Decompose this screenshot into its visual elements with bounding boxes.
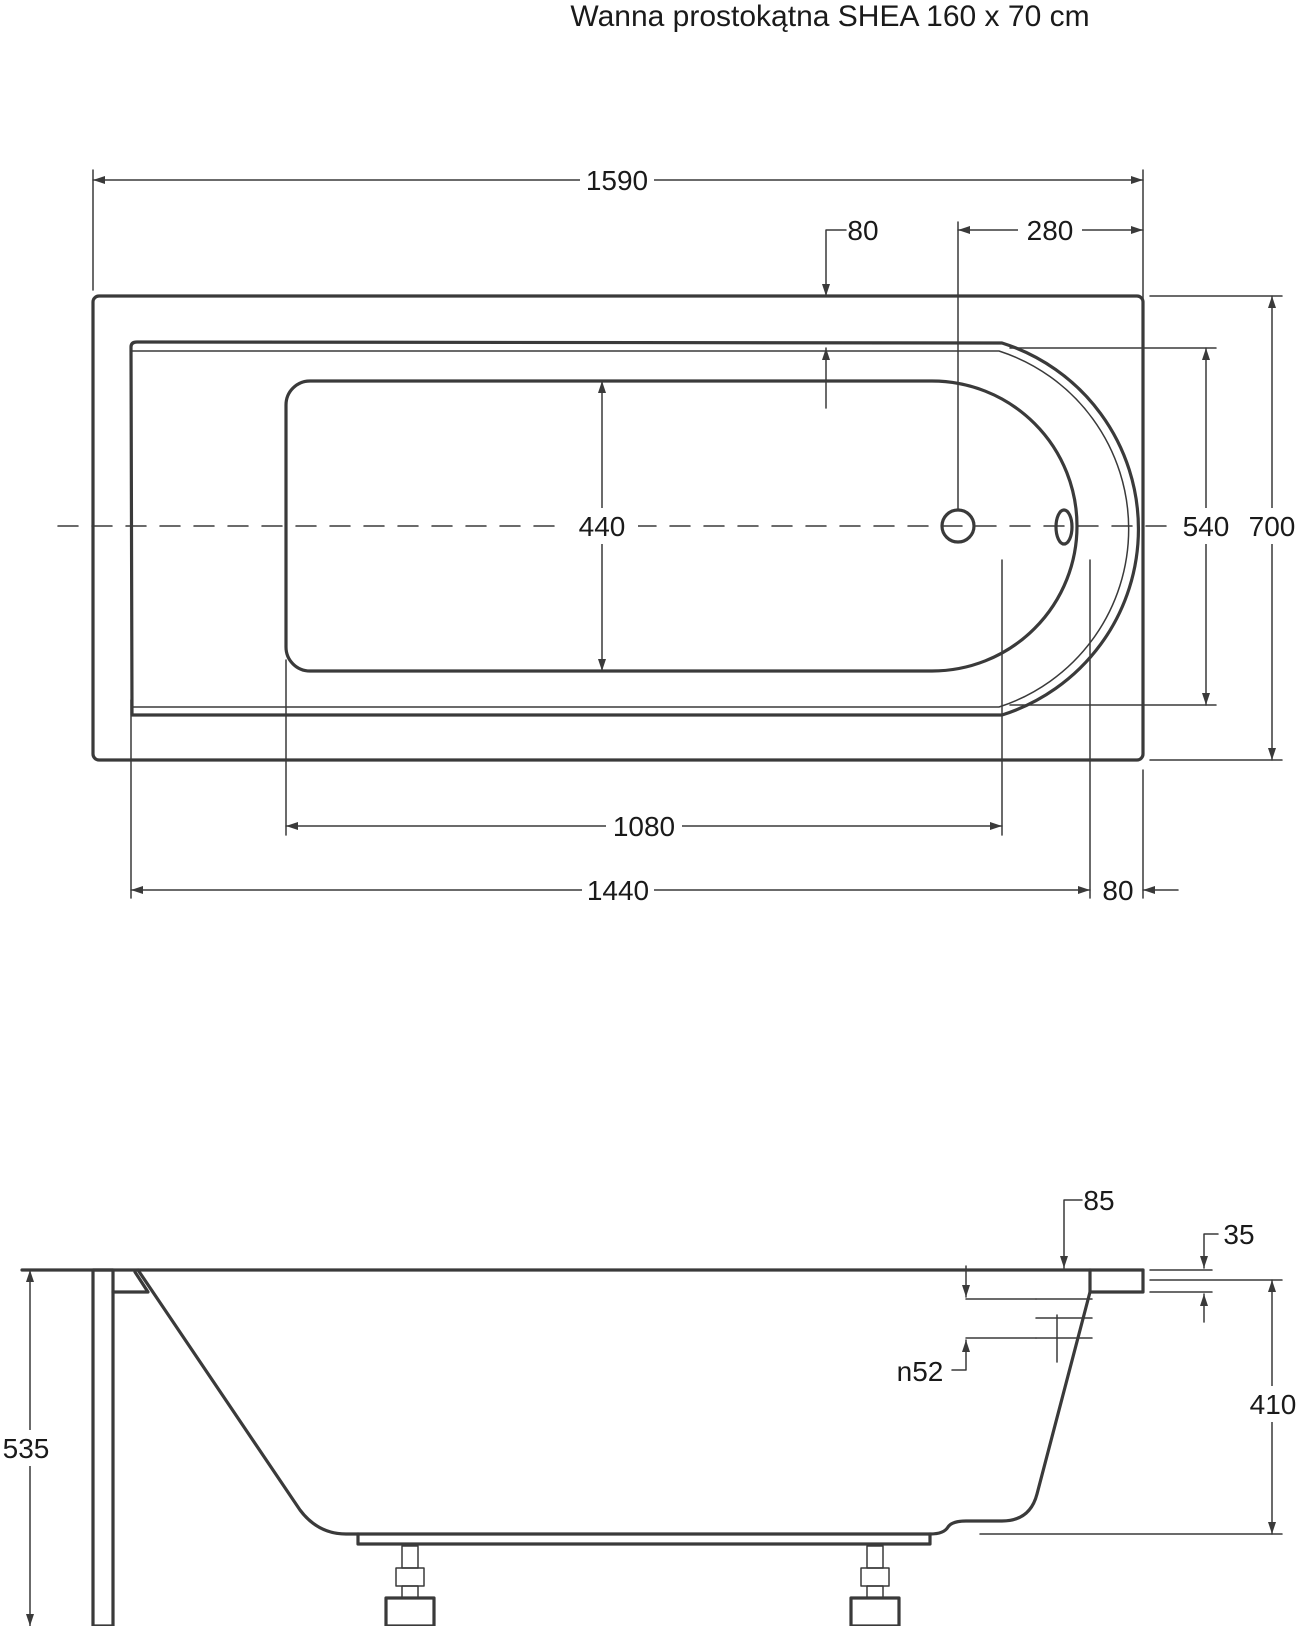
dim-rim-offset: 80 — [847, 215, 878, 246]
dim-overall-length: 1590 — [586, 165, 648, 196]
foot-left — [384, 1545, 436, 1626]
tub-body-profile — [136, 1268, 1092, 1536]
overflow-ellipse — [1054, 508, 1074, 546]
dim-rim-depth: 85 — [1083, 1185, 1114, 1216]
leader-35 — [1200, 1233, 1219, 1269]
dim-drain-offset: 280 — [1027, 215, 1074, 246]
drawing-title: Wanna prostokątna SHEA 160 x 70 cm — [570, 0, 1089, 33]
dim-bottom-length: 1080 — [613, 811, 675, 842]
rim-end — [1088, 1268, 1145, 1294]
tub-outer-rim — [91, 294, 1145, 762]
basin-bottom — [284, 379, 1079, 673]
leader-85 — [1060, 1199, 1083, 1269]
top-view: 1590 80 280 440 540 700 1080 — [57, 164, 1300, 906]
dim-total-height: 535 — [3, 1433, 50, 1464]
dim-overflow: n52 — [897, 1356, 944, 1387]
front-panel — [91, 1268, 115, 1626]
dim-basin-width: 540 — [1183, 511, 1230, 542]
dim-end-rim: 80 — [1102, 875, 1133, 906]
panel-bracket — [111, 1270, 150, 1294]
foot-right — [849, 1545, 901, 1626]
dim-basin-length: 1440 — [587, 875, 649, 906]
dim-inner-width: 440 — [579, 511, 626, 542]
basin-outline — [129, 340, 1140, 717]
dim-overall-width: 700 — [1249, 511, 1296, 542]
side-view: 85 35 n52 535 410 — [0, 1185, 1300, 1626]
base-frame — [356, 1532, 932, 1546]
leader-n52-bottom — [951, 1339, 970, 1371]
dim-basin-height: 410 — [1250, 1389, 1297, 1420]
dim-rim-thickness: 35 — [1223, 1219, 1254, 1250]
leader-80-top — [822, 229, 847, 297]
basin-inner-line — [130, 350, 1130, 708]
